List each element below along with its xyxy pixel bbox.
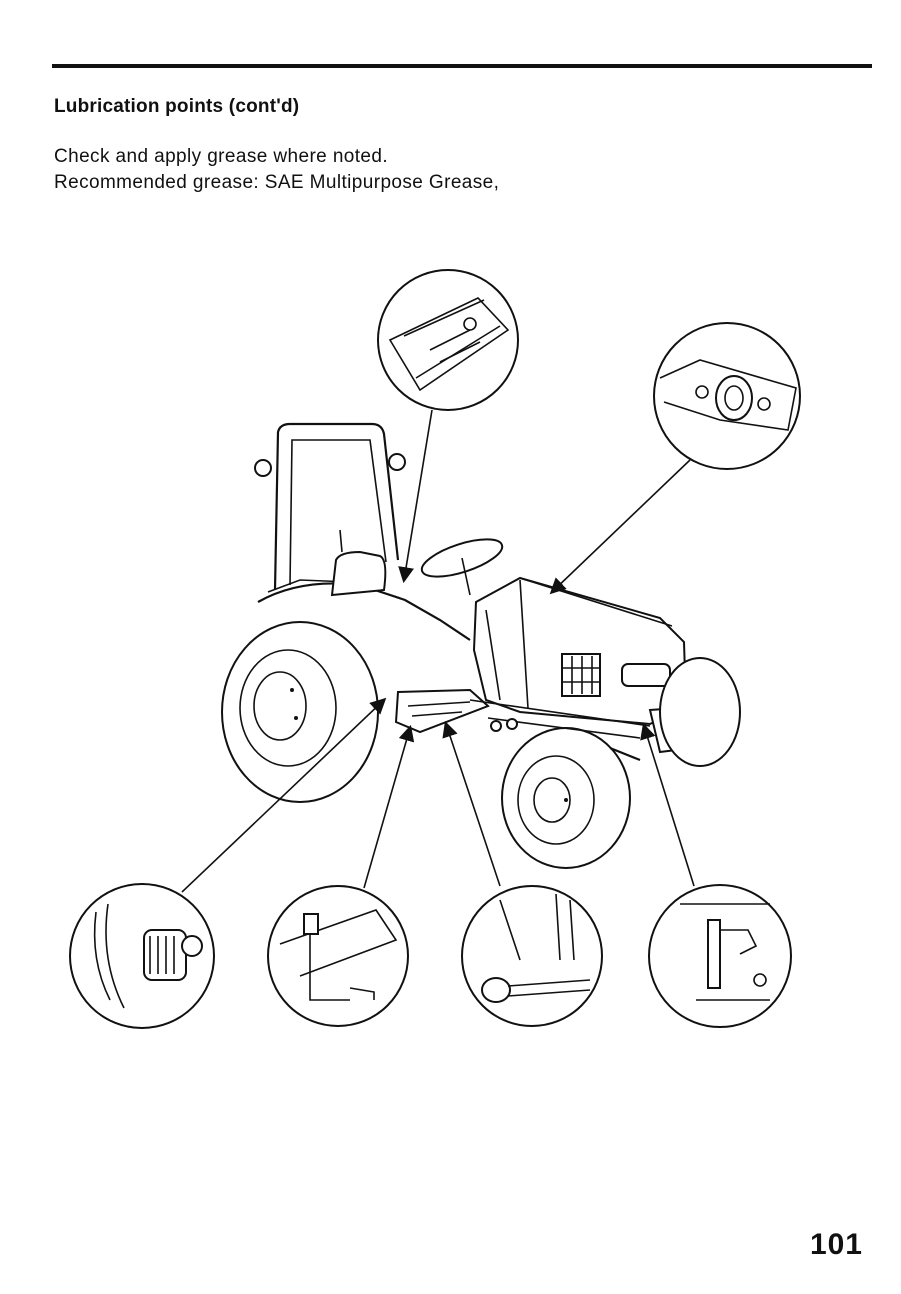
callout-front-bracket xyxy=(644,726,791,1027)
instruction-text: Check and apply grease where noted. xyxy=(54,146,388,168)
callout-seat-linkage xyxy=(378,270,518,580)
grease-spec-text: Recommended grease: SAE Multipurpose Gre… xyxy=(54,172,499,194)
tractor-lubrication-diagram xyxy=(0,230,901,1050)
tractor-illustration xyxy=(222,424,740,868)
page-number: 101 xyxy=(810,1228,863,1262)
callout-hood-fitting xyxy=(552,323,800,592)
section-heading: Lubrication points (cont'd) xyxy=(54,96,299,118)
top-rule xyxy=(52,64,872,68)
